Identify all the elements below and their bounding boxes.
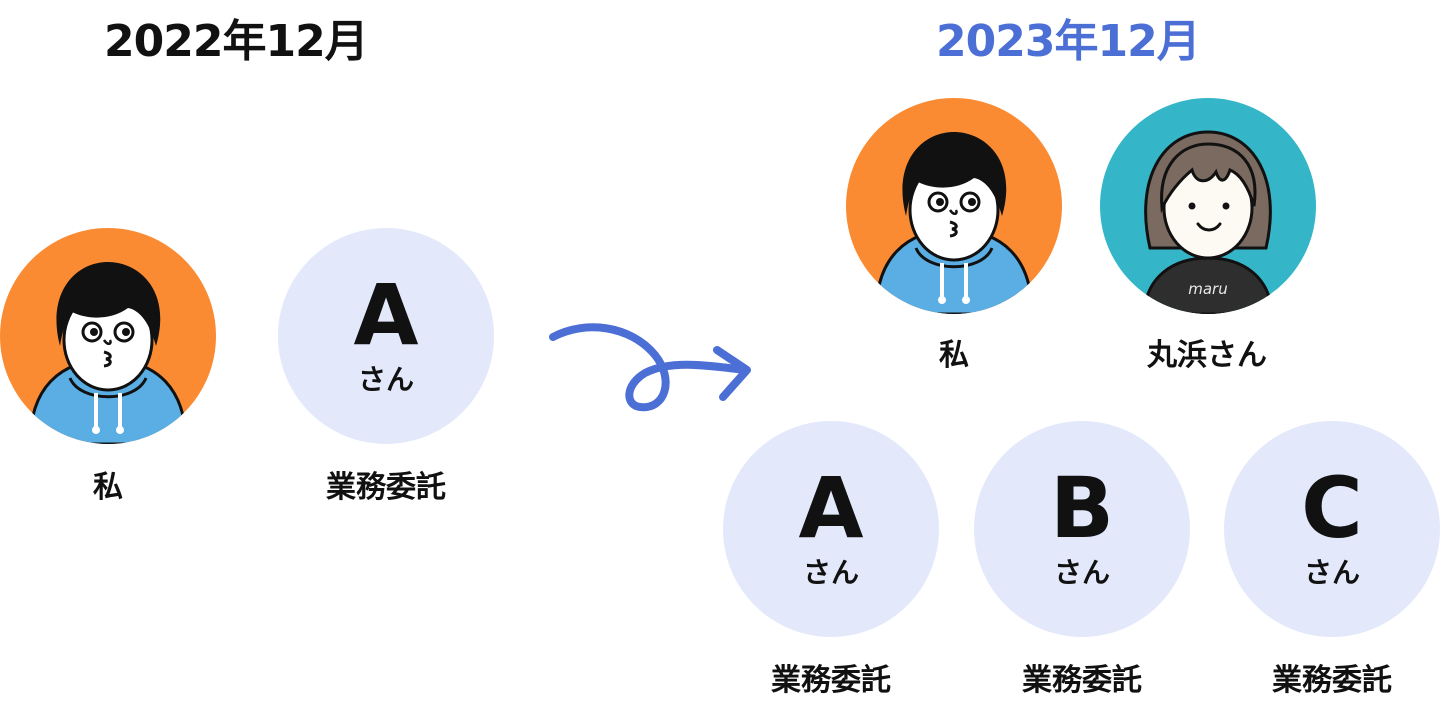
client-honorific: さん	[723, 555, 939, 591]
woman-avatar-icon: maru	[1100, 98, 1316, 314]
avatar-me-2023	[846, 98, 1062, 314]
client-circle-b-2023: B さん	[974, 421, 1190, 637]
client-honorific: さん	[278, 362, 494, 398]
client-circle-c-2023: C さん	[1224, 421, 1440, 637]
curly-arrow-icon	[545, 315, 760, 415]
client-circle-a-2022: A さん	[278, 228, 494, 444]
person-avatar-icon	[846, 98, 1062, 314]
client-honorific: さん	[1224, 555, 1440, 591]
client-honorific: さん	[974, 555, 1190, 591]
label-me-2022: 私	[0, 468, 238, 508]
person-avatar-icon	[0, 228, 216, 444]
client-letter: B	[974, 463, 1190, 553]
label-client-a-2023: 業務委託	[701, 661, 961, 701]
label-me-2023: 私	[824, 336, 1084, 376]
client-letter: C	[1224, 463, 1440, 553]
title-2023: 2023年12月	[936, 10, 1200, 74]
avatar-maruhama: maru	[1100, 98, 1316, 314]
label-client-b-2023: 業務委託	[952, 661, 1212, 701]
client-circle-a-2023: A さん	[723, 421, 939, 637]
client-letter: A	[278, 270, 494, 360]
title-2022: 2022年12月	[104, 10, 368, 74]
label-maruhama: 丸浜さん	[1077, 336, 1337, 376]
client-letter: A	[723, 463, 939, 553]
label-client-2022: 業務委託	[256, 468, 516, 508]
svg-text:maru: maru	[1188, 280, 1227, 298]
label-client-c-2023: 業務委託	[1202, 661, 1440, 701]
avatar-me-2022	[0, 228, 216, 444]
